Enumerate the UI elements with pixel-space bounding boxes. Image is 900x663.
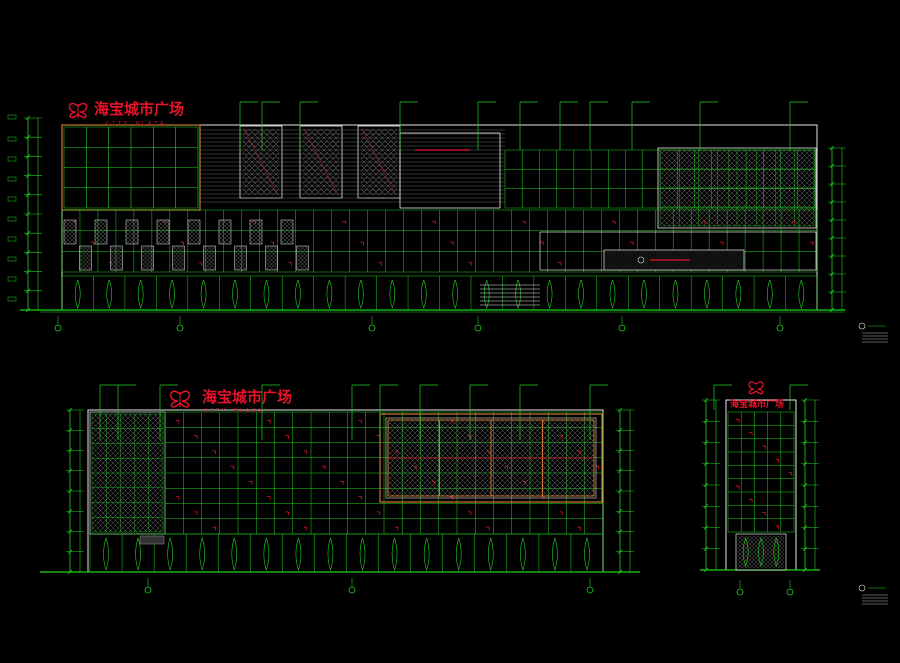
circle-axis-marker-icon <box>368 324 376 332</box>
right-dimension-chain <box>828 145 846 313</box>
circle-axis-marker-icon <box>618 324 626 332</box>
brand-title-end: 海宝城市广场 <box>730 398 784 410</box>
brand-subtitle-top: CITY PLAZA <box>106 121 166 127</box>
circle-axis-marker-icon <box>348 586 356 594</box>
end-left-dimensions <box>702 397 720 573</box>
right-hatched-box <box>657 147 817 229</box>
circle-axis-marker-icon <box>776 324 784 332</box>
top-axis-markers <box>54 316 784 332</box>
note-marker-icon <box>858 584 866 592</box>
circle-axis-marker-icon <box>586 586 594 594</box>
side-door-block <box>139 535 165 545</box>
side-axis-markers <box>144 578 594 594</box>
top-leader-lines <box>239 101 808 150</box>
side-left-dimensions <box>66 407 84 575</box>
butterfly-logo-icon <box>748 381 764 395</box>
side-right-dimensions <box>616 407 634 575</box>
end-leader-lines <box>713 384 808 410</box>
end-axis-markers <box>736 580 794 596</box>
drawing-notes <box>858 322 888 605</box>
left-dimension-chain <box>24 115 42 313</box>
bottom-brand-sign: 海宝城市广场 CITY PLAZA <box>170 388 292 414</box>
entrance-glazing <box>742 537 780 567</box>
side-feature-frame <box>379 413 603 503</box>
end-elevation-drawing <box>700 384 820 596</box>
right-box-grid <box>659 149 815 227</box>
upper-sign-box <box>399 132 501 209</box>
sign-emblem-icon <box>637 256 645 264</box>
side-left-grid <box>91 413 164 533</box>
circle-axis-marker-icon <box>54 324 62 332</box>
side-elevation-drawing <box>40 384 640 594</box>
entrance-glazing <box>103 537 590 572</box>
circle-axis-marker-icon <box>736 588 744 596</box>
horizontal-louvres <box>200 129 505 203</box>
note-marker-icon <box>858 322 866 330</box>
circle-axis-marker-icon <box>144 586 152 594</box>
butterfly-logo-icon <box>170 390 190 408</box>
top-brand-sign: 海宝城市广场 CITY PLAZA <box>68 100 184 127</box>
end-facade-grid <box>727 411 795 533</box>
circle-axis-marker-icon <box>176 324 184 332</box>
end-right-dimensions <box>801 397 819 573</box>
circle-axis-marker-icon <box>786 588 794 596</box>
entrance-glazing <box>74 279 805 309</box>
side-ground-grid <box>89 533 604 573</box>
entrance-stairs <box>480 284 540 306</box>
narrow-brand-sign: 海宝城市广场 <box>730 381 784 410</box>
ground-floor-grid <box>61 275 818 311</box>
left-glass-grid <box>63 126 199 209</box>
side-leader-lines <box>99 384 608 440</box>
brand-title-side: 海宝城市广场 <box>202 388 292 406</box>
circle-axis-marker-icon <box>474 324 482 332</box>
butterfly-logo-icon <box>68 102 88 119</box>
checker-pattern <box>63 219 309 271</box>
red-panel-marks <box>175 419 600 531</box>
main-elevation-drawing <box>7 101 846 332</box>
red-panel-marks <box>735 418 793 529</box>
brand-subtitle-side: CITY PLAZA <box>204 408 264 414</box>
end-entrance <box>735 533 787 571</box>
brand-title-top: 海宝城市广场 <box>94 100 184 118</box>
level-tags <box>7 114 17 302</box>
